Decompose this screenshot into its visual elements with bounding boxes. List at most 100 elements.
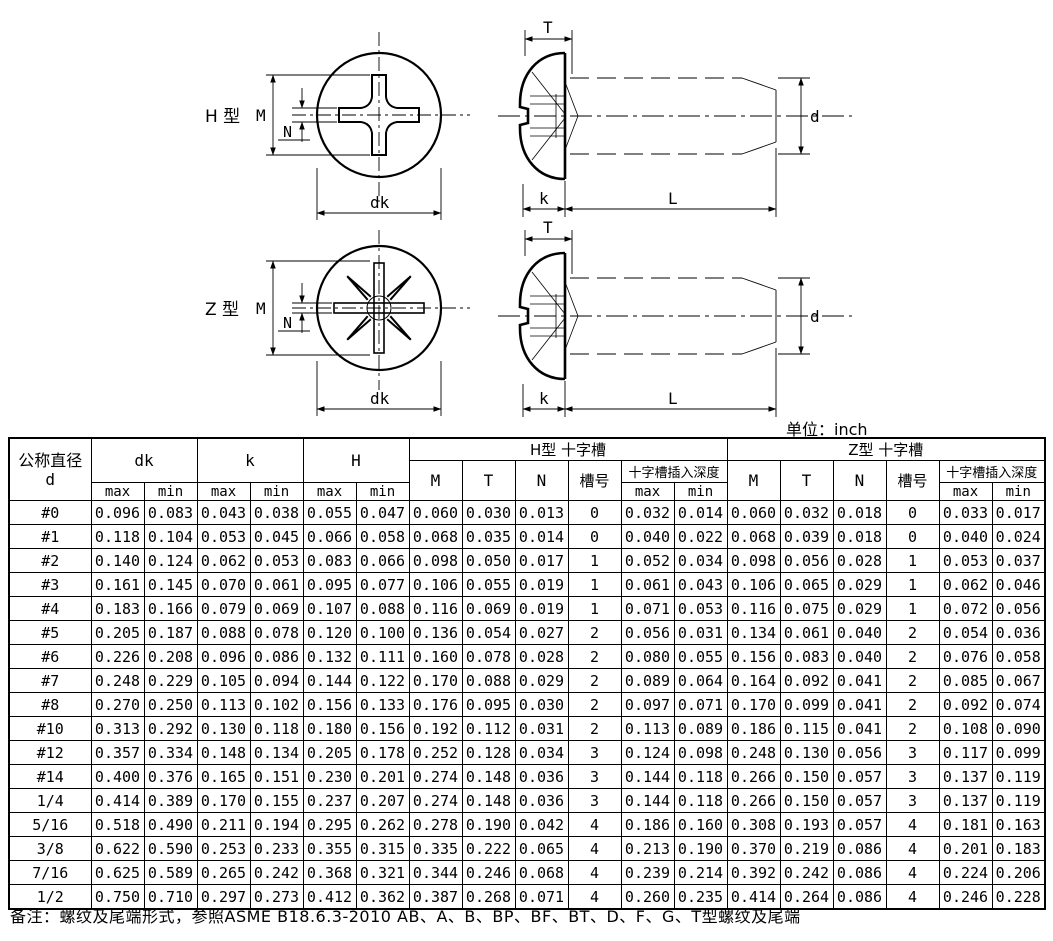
cell-value: 0.113: [196, 692, 251, 717]
cell-value: 0.252: [408, 740, 463, 765]
h-type-side-view-drawing: T k L d: [498, 18, 852, 217]
col-header-h-slot-number: 槽号: [567, 460, 622, 501]
cell-value: 0.144: [302, 668, 357, 693]
col-header-h-insert-depth: 十字槽插入深度: [620, 460, 728, 483]
cell-value: 4: [885, 812, 940, 837]
col-header-h-M: M: [408, 460, 463, 501]
cell-value: 0.315: [355, 836, 410, 861]
cell-value: 0.014: [514, 524, 569, 549]
cell-value: 0.086: [832, 836, 887, 861]
cell-value: 4: [885, 860, 940, 885]
cell-value: 0.019: [514, 572, 569, 597]
cell-value: 2: [885, 692, 940, 717]
cell-value: 0.022: [673, 524, 728, 549]
cell-value: 0.130: [779, 740, 834, 765]
cell-value: 0.058: [991, 644, 1046, 669]
cell-value: 0.017: [514, 548, 569, 573]
cell-value: 0.178: [355, 740, 410, 765]
cell-value: 1: [567, 548, 622, 573]
cell-value: 0.096: [90, 500, 145, 525]
row-diameter: #3: [8, 572, 92, 597]
dim-label-n: N: [283, 314, 292, 332]
cell-value: 0.205: [302, 740, 357, 765]
row-diameter: #10: [8, 716, 92, 741]
cell-value: 0.056: [779, 548, 834, 573]
cell-value: 0.032: [779, 500, 834, 525]
cell-value: 0.056: [832, 740, 887, 765]
cell-value: 0.376: [143, 764, 198, 789]
col-header-dk-min: min: [143, 482, 198, 501]
cell-value: 0.186: [620, 812, 675, 837]
cell-value: 0.148: [196, 740, 251, 765]
cell-value: 2: [885, 668, 940, 693]
row-diameter: #14: [8, 764, 92, 789]
cell-value: 3: [885, 740, 940, 765]
cell-value: 0.038: [249, 500, 304, 525]
cell-value: 0.186: [726, 716, 781, 741]
cell-value: 0.064: [673, 668, 728, 693]
cell-value: 0.412: [302, 884, 357, 910]
cell-value: 0.030: [514, 692, 569, 717]
pozidriv-recess: [333, 262, 425, 354]
cell-value: 0.165: [196, 764, 251, 789]
col-header-z-T: T: [779, 460, 834, 501]
cell-value: 1: [567, 572, 622, 597]
cell-value: 0.028: [514, 644, 569, 669]
cell-value: 0.061: [249, 572, 304, 597]
cell-value: 0.145: [143, 572, 198, 597]
shank-tip: [741, 277, 777, 355]
dim-label-l: L: [668, 389, 678, 408]
cell-value: 0.030: [461, 500, 516, 525]
cell-value: 0.132: [302, 644, 357, 669]
cell-value: 0.041: [832, 716, 887, 741]
cell-value: 0.104: [143, 524, 198, 549]
cell-value: 0.214: [673, 860, 728, 885]
cell-value: 0.190: [673, 836, 728, 861]
cell-value: 0.392: [726, 860, 781, 885]
cell-value: 0.163: [991, 812, 1046, 837]
d-dimension: [778, 77, 810, 155]
spec-table: 公称直径 d dk k H H型 十字槽 Z型 十字槽 M T N 槽号 十字槽…: [8, 437, 1046, 910]
cell-value: 0.069: [461, 596, 516, 621]
cell-value: 0.094: [249, 668, 304, 693]
cell-value: 0.128: [461, 740, 516, 765]
row-diameter: #6: [8, 644, 92, 669]
cell-value: 0.040: [832, 644, 887, 669]
cell-value: 0.208: [143, 644, 198, 669]
cell-value: 0.274: [408, 788, 463, 813]
cell-value: 3: [567, 788, 622, 813]
cell-value: 0.062: [938, 572, 993, 597]
cell-value: 0.116: [726, 596, 781, 621]
cell-value: 2: [567, 692, 622, 717]
cell-value: 0.118: [673, 764, 728, 789]
col-header-z-depth-max: max: [938, 482, 993, 501]
cell-value: 0.092: [779, 668, 834, 693]
cell-value: 0.102: [249, 692, 304, 717]
cell-value: 0.013: [514, 500, 569, 525]
cell-value: 2: [885, 716, 940, 741]
shank-outline: [570, 277, 742, 355]
col-header-h-depth-max: max: [620, 482, 675, 501]
cell-value: 0.099: [991, 740, 1046, 765]
cell-value: 0.137: [938, 764, 993, 789]
cell-value: 0.370: [726, 836, 781, 861]
cell-value: 0.027: [514, 620, 569, 645]
row-diameter: #8: [8, 692, 92, 717]
cell-value: 0.270: [90, 692, 145, 717]
cell-value: 0.246: [461, 860, 516, 885]
cell-value: 0.190: [461, 812, 516, 837]
dim-label-d: d: [810, 107, 820, 126]
cell-value: 0.040: [832, 620, 887, 645]
cell-value: 0.107: [302, 596, 357, 621]
cell-value: 0.235: [673, 884, 728, 910]
cell-value: 0.019: [514, 596, 569, 621]
dim-label-dk: dk: [370, 389, 390, 408]
cell-value: 0.055: [673, 644, 728, 669]
centerlines: [292, 230, 470, 390]
col-header-h-N: N: [514, 460, 569, 501]
cell-value: 0.335: [408, 836, 463, 861]
cell-value: 0.062: [196, 548, 251, 573]
unit-label: 单位：inch: [786, 420, 868, 439]
